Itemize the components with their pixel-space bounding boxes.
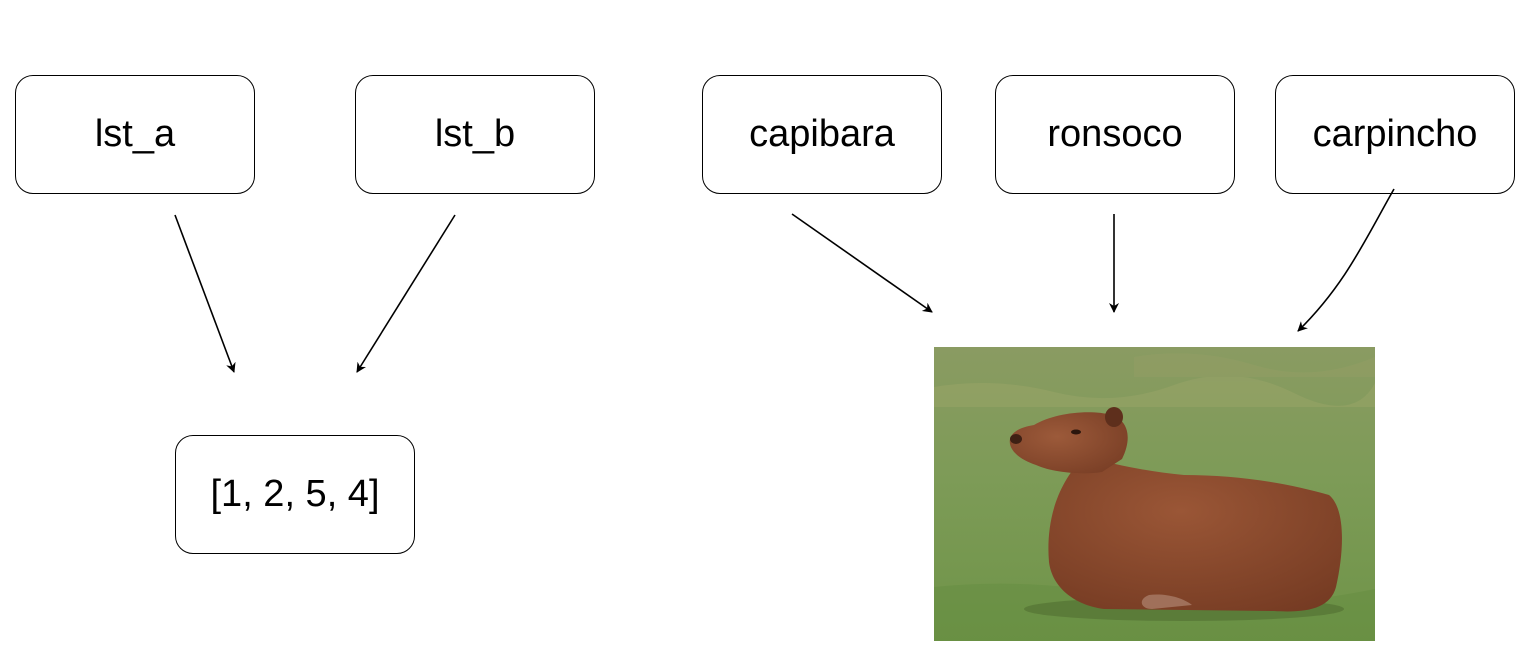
edge-capibara-to-photo: [791, 213, 933, 313]
node-ronsoco: ronsoco: [995, 75, 1235, 194]
capybara-body: [1048, 457, 1342, 612]
node-lst-a: lst_a: [15, 75, 255, 194]
node-list-value: [1, 2, 5, 4]: [175, 435, 415, 554]
capybara-nose: [1010, 434, 1022, 444]
edge-lst-a-to-list: [174, 214, 236, 373]
capybara-photo: [934, 347, 1375, 641]
node-carpincho: carpincho: [1275, 75, 1515, 194]
edge-carpincho-to-photo: [1297, 188, 1395, 332]
capybara-ear: [1105, 407, 1123, 427]
capybara-eye: [1071, 429, 1081, 435]
node-lst-b: lst_b: [355, 75, 595, 194]
node-capibara: capibara: [702, 75, 942, 194]
edge-lst-b-to-list: [356, 214, 456, 373]
capybara-paw: [1141, 594, 1192, 609]
capybara-head: [1009, 412, 1128, 474]
